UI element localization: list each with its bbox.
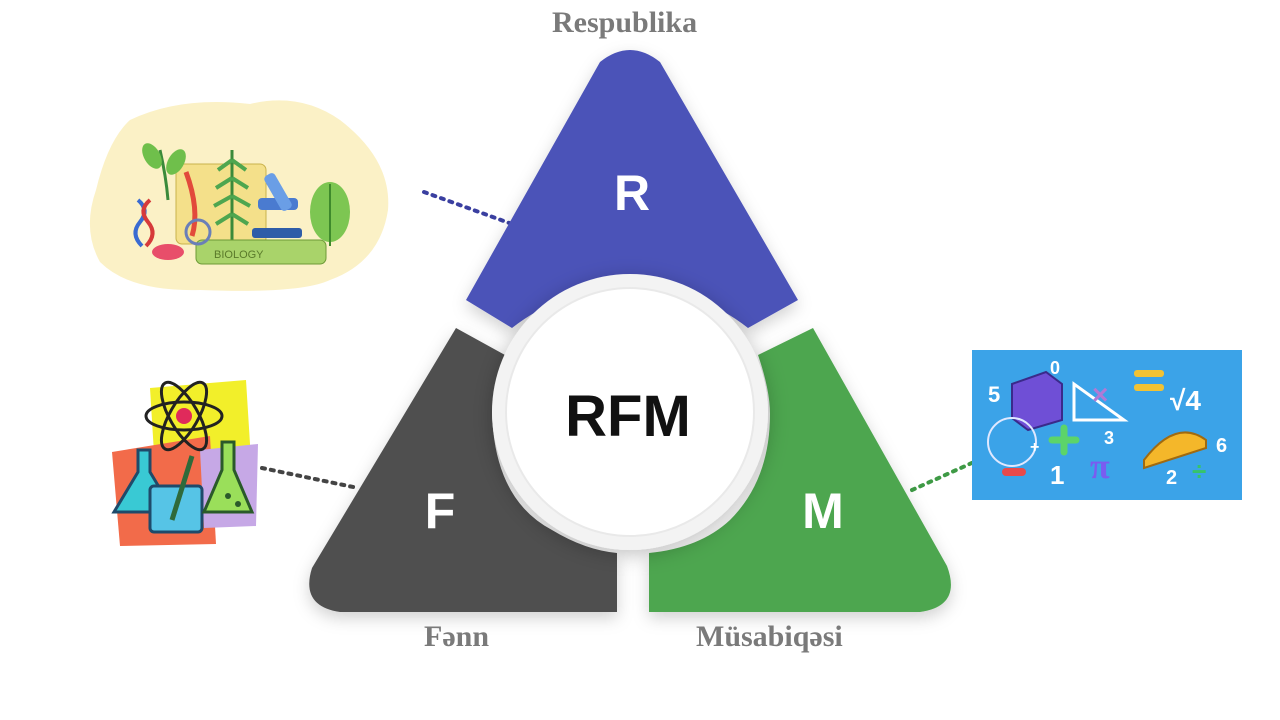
math-symbol-6: 6 [1216, 435, 1227, 457]
center-circle [505, 287, 755, 537]
segment-top [466, 50, 798, 328]
segment-letter-f: F [425, 483, 456, 539]
svg-text:BIOLOGY: BIOLOGY [214, 249, 264, 261]
connector-line-math [910, 460, 976, 492]
segment-right [649, 328, 951, 612]
segment-left [309, 328, 617, 612]
chemistry-illustration [111, 380, 258, 546]
math-symbol-pi: π [1090, 446, 1110, 486]
segment-letter-r: R [614, 165, 650, 221]
math-symbol-1: 1 [1050, 460, 1064, 490]
center-title: RFM [565, 384, 691, 449]
connector-line-biology [422, 190, 514, 226]
math-symbol-3: 3 [1104, 428, 1114, 448]
math-symbol-0: 0 [1050, 358, 1060, 378]
connector-line-chemistry [260, 466, 360, 490]
math-symbol-divide: ÷ [1192, 456, 1206, 486]
label-respublika: Respublika [552, 6, 698, 39]
math-illustration: 5 0 √4 3 1 2 6 π + × ÷ [972, 350, 1242, 540]
math-symbol-times: × [1092, 379, 1108, 410]
math-symbol-sqrt4: √4 [1170, 385, 1201, 416]
label-musabiqesi: Müsabiqəsi [696, 620, 843, 653]
math-symbol-5: 5 [988, 382, 1000, 407]
math-symbol-plus: + [1030, 439, 1039, 456]
biology-illustration: BIOLOGY [89, 100, 389, 291]
segment-letter-m: M [802, 483, 844, 539]
math-symbol-2: 2 [1166, 467, 1177, 489]
label-fenn: Fənn [424, 620, 490, 653]
